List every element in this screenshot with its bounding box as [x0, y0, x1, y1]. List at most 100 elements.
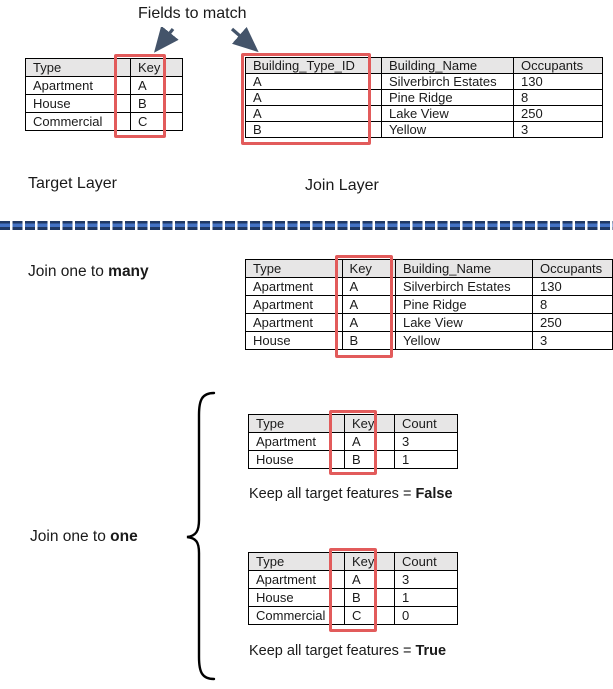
table-cell: A	[344, 570, 395, 589]
table-cell: Apartment	[245, 313, 343, 332]
table-cell: Commercial	[248, 606, 345, 625]
column-header: Key	[341, 259, 396, 278]
dashed-divider-line	[0, 221, 613, 230]
arrow-to-join-key-icon	[230, 27, 259, 53]
false-caption-prefix: Keep all target features =	[249, 486, 416, 502]
keep-features-false-caption: Keep all target features = False	[249, 486, 453, 502]
target-layer-label: Target Layer	[28, 175, 117, 192]
table-cell: 0	[394, 606, 458, 625]
false-caption-bold: False	[415, 486, 453, 502]
keep-features-true-caption: Keep all target features = True	[249, 643, 446, 659]
table-cell: Apartment	[245, 295, 343, 314]
table-cell: Commercial	[25, 112, 131, 131]
column-header: Building_Name	[394, 259, 533, 278]
join-one-to-one-label: Join one to one	[30, 528, 138, 546]
table-cell: 250	[531, 313, 613, 332]
table-cell: 130	[513, 73, 603, 90]
column-header: Type	[245, 259, 343, 278]
join-one-to-one-label-bold: one	[110, 528, 138, 545]
table-cell: Apartment	[248, 570, 345, 589]
table-cell: 1	[394, 588, 458, 607]
curly-brace-icon	[186, 391, 216, 681]
table-cell: 8	[531, 295, 613, 314]
table-cell: Pine Ridge	[394, 295, 533, 314]
column-header: Type	[25, 58, 131, 77]
table-cell: 1	[394, 450, 458, 469]
column-header: Occupants	[513, 57, 603, 74]
table-cell: A	[130, 76, 183, 95]
join-one-to-many-label: Join one to many	[28, 263, 149, 281]
table-cell: House	[245, 331, 343, 350]
join-one-to-many-label-bold: many	[108, 263, 149, 280]
table-cell: B	[344, 588, 395, 607]
table-cell: C	[130, 112, 183, 131]
column-header: Type	[248, 552, 345, 571]
table-cell: Pine Ridge	[381, 89, 514, 106]
table-cell: B	[341, 331, 396, 350]
table-cell: House	[248, 588, 345, 607]
column-header: Occupants	[531, 259, 613, 278]
true-caption-bold: True	[415, 643, 447, 659]
field-match-arrows	[154, 27, 259, 53]
table-cell: A	[341, 313, 396, 332]
table-cell: 130	[531, 277, 613, 296]
table-cell: 250	[513, 105, 603, 122]
table-cell: Apartment	[245, 277, 343, 296]
table-cell: Lake View	[394, 313, 533, 332]
table-cell: House	[25, 94, 131, 113]
table-cell: A	[344, 432, 395, 451]
table-cell: A	[341, 277, 396, 296]
table-cell: Lake View	[381, 105, 514, 122]
table-cell: 3	[394, 432, 458, 451]
table-cell: A	[245, 73, 382, 90]
table-cell: Apartment	[25, 76, 131, 95]
column-header: Key	[344, 414, 395, 433]
table-cell: 3	[394, 570, 458, 589]
table-cell: 8	[513, 89, 603, 106]
column-header: Building_Name	[381, 57, 514, 74]
table-cell: Silverbirch Estates	[381, 73, 514, 90]
table-cell: 3	[513, 121, 603, 138]
table-cell: B	[245, 121, 382, 138]
table-cell: A	[245, 105, 382, 122]
arrow-to-target-key-icon	[154, 27, 179, 53]
true-caption-prefix: Keep all target features =	[249, 643, 416, 659]
column-header: Count	[394, 414, 458, 433]
column-header: Type	[248, 414, 345, 433]
column-header: Key	[130, 58, 183, 77]
table-cell: B	[130, 94, 183, 113]
table-cell: Yellow	[381, 121, 514, 138]
fields-to-match-label: Fields to match	[138, 5, 247, 22]
table-cell: Apartment	[248, 432, 345, 451]
table-cell: A	[245, 89, 382, 106]
table-cell: C	[344, 606, 395, 625]
table-cell: B	[344, 450, 395, 469]
table-cell: Yellow	[394, 331, 533, 350]
column-header: Key	[344, 552, 395, 571]
